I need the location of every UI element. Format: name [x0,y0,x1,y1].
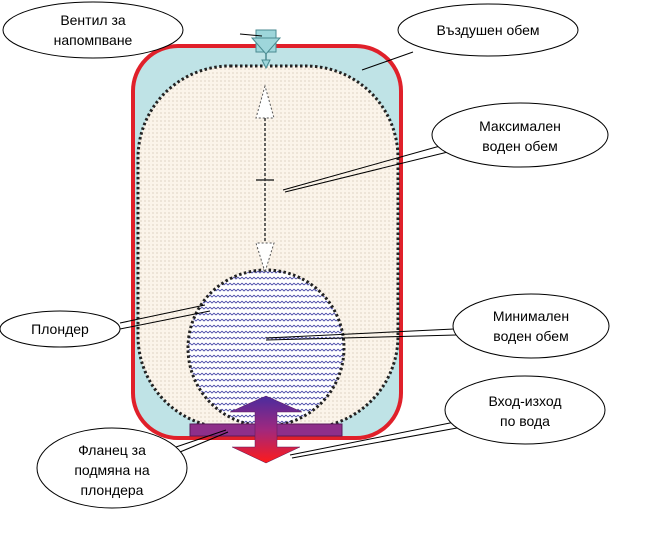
inlet-outlet-arrow [229,395,303,464]
callout-inlet-outlet-line-2: по вода [500,413,550,429]
callout-flange-line-1: Фланец за [78,442,146,458]
callout-plunger-line-1: Плондер [31,321,89,337]
callout-min-water-line-2: воден обем [493,328,568,344]
callout-flange: Фланец за подмяна на плондера [36,427,188,509]
callout-flange-line-2: подмяна на [74,462,150,478]
callout-valve-line-2: напомпване [54,32,133,48]
callout-min-water: Минимален воден обем [452,293,610,359]
callout-inlet-outlet: Вход-изход по вода [444,375,606,445]
travel-double-arrow [255,84,275,274]
callout-min-water-line-1: Минимален [493,308,569,324]
callout-air-volume-line-1: Въздушен обем [436,22,539,38]
callout-max-water-line-1: Максимален [479,118,561,134]
callout-plunger: Плондер [0,310,121,348]
callout-air-volume: Въздушен обем [397,3,579,57]
callout-max-water: Максимален воден обем [431,102,609,168]
callout-max-water-line-2: воден обем [482,138,557,154]
callout-inlet-outlet-line-1: Вход-изход [488,393,561,409]
callout-valve-line-1: Вентил за [60,12,126,28]
callout-valve: Вентил за напомпване [2,1,184,59]
callout-flange-line-3: плондера [81,482,144,498]
leader-lines [119,33,469,459]
